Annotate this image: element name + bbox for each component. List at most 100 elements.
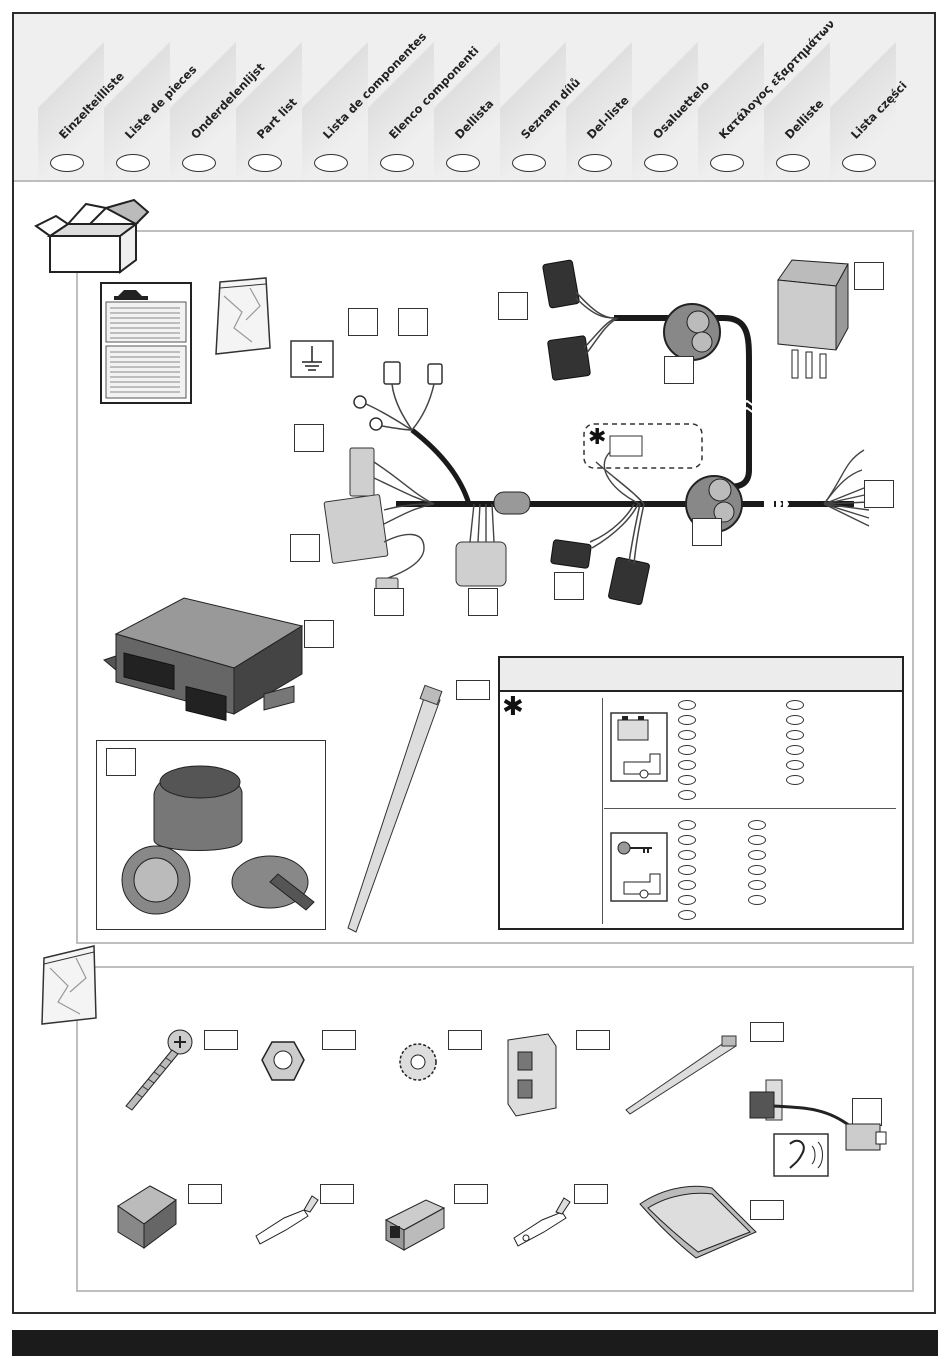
language-column: Liste de pieces	[104, 14, 170, 180]
screw-icon	[118, 1024, 198, 1112]
part-number-box	[320, 1184, 354, 1204]
legend-oval[interactable]	[786, 730, 804, 740]
part-number-box	[854, 262, 884, 290]
part-number-box	[290, 534, 320, 562]
language-checkbox-oval[interactable]	[578, 154, 612, 172]
language-column: Del-liste	[566, 14, 632, 180]
part-number-box	[692, 518, 722, 546]
legend-oval[interactable]	[678, 745, 696, 755]
legend-oval[interactable]	[748, 850, 766, 860]
language-checkbox-oval[interactable]	[842, 154, 876, 172]
part-number-box	[294, 424, 324, 452]
legend-table	[498, 656, 904, 930]
part-number-box	[322, 1030, 356, 1050]
language-column: Κατάλογος εξαρτημάτων	[698, 14, 764, 180]
legend-oval[interactable]	[678, 865, 696, 875]
parts-sheet: Einzelteilliste Liste de pieces Onderdel…	[12, 12, 936, 1314]
language-column: Elenco componenti	[368, 14, 434, 180]
small-cable-tie-icon	[618, 1030, 748, 1120]
language-header: Einzelteilliste Liste de pieces Onderdel…	[14, 14, 934, 182]
part-number-box	[576, 1030, 610, 1050]
part-number-box	[454, 1184, 488, 1204]
part-number-box	[204, 1030, 238, 1050]
legend-oval[interactable]	[678, 910, 696, 920]
legend-oval[interactable]	[678, 820, 696, 830]
language-checkbox-oval[interactable]	[512, 154, 546, 172]
control-module-icon	[104, 590, 314, 720]
part-number-box	[398, 308, 428, 336]
legend-oval[interactable]	[678, 760, 696, 770]
language-column: Lista części	[830, 14, 896, 180]
part-number-box	[498, 292, 528, 320]
plastic-bag-icon	[212, 276, 276, 358]
battery-icon	[610, 712, 668, 782]
ground-symbol-icon	[290, 340, 334, 378]
relay-icon	[774, 250, 854, 390]
language-checkbox-oval[interactable]	[380, 154, 414, 172]
legend-oval[interactable]	[678, 700, 696, 710]
legend-oval[interactable]	[678, 775, 696, 785]
language-column: Part list	[236, 14, 302, 180]
svg-text:✱: ✱	[588, 425, 606, 450]
part-number-box	[664, 356, 694, 384]
legend-table-header	[500, 658, 902, 692]
part-number-box	[348, 308, 378, 336]
legend-oval[interactable]	[678, 790, 696, 800]
part-number-box	[554, 572, 584, 600]
language-column: Osaluettelo	[632, 14, 698, 180]
legend-oval[interactable]	[786, 760, 804, 770]
language-checkbox-oval[interactable]	[116, 154, 150, 172]
part-number-box	[864, 480, 894, 508]
legend-oval[interactable]	[748, 895, 766, 905]
language-checkbox-oval[interactable]	[446, 154, 480, 172]
legend-oval[interactable]	[678, 880, 696, 890]
part-number-box	[304, 620, 334, 648]
language-column: Delliste	[764, 14, 830, 180]
language-checkbox-oval[interactable]	[182, 154, 216, 172]
instruction-sheet-icon	[100, 282, 194, 406]
legend-oval[interactable]	[748, 880, 766, 890]
language-checkbox-oval[interactable]	[314, 154, 348, 172]
buzzer-icon	[746, 1078, 896, 1188]
legend-oval[interactable]	[786, 700, 804, 710]
part-number-box	[456, 680, 490, 700]
legend-oval[interactable]	[786, 715, 804, 725]
flat-terminal-icon	[250, 1190, 330, 1250]
parts-bag-icon	[36, 942, 102, 1026]
legend-oval[interactable]	[748, 865, 766, 875]
part-number-box	[448, 1030, 482, 1050]
language-checkbox-oval[interactable]	[776, 154, 810, 172]
language-column: Einzelteilliste	[38, 14, 104, 180]
cable-tie-icon	[338, 682, 448, 938]
language-column: Onderdelenlijst	[170, 14, 236, 180]
legend-oval[interactable]	[678, 850, 696, 860]
language-checkbox-oval[interactable]	[50, 154, 84, 172]
legend-divider-horizontal	[604, 808, 896, 809]
language-column: Seznam dílů	[500, 14, 566, 180]
part-number-box	[750, 1200, 784, 1220]
nut-icon	[258, 1038, 308, 1088]
part-number-box	[188, 1184, 222, 1204]
cardboard-box-icon	[34, 194, 154, 272]
part-number-box	[750, 1022, 784, 1042]
trailer-socket-icon	[110, 752, 322, 922]
language-column: Lista de componentes	[302, 14, 368, 180]
legend-oval[interactable]	[678, 895, 696, 905]
legend-oval[interactable]	[748, 835, 766, 845]
legend-oval[interactable]	[678, 715, 696, 725]
legend-oval[interactable]	[786, 745, 804, 755]
legend-oval[interactable]	[678, 730, 696, 740]
part-number-box	[106, 748, 136, 776]
language-checkbox-oval[interactable]	[644, 154, 678, 172]
legend-divider-vertical	[602, 698, 603, 924]
legend-oval[interactable]	[678, 835, 696, 845]
language-checkbox-oval[interactable]	[710, 154, 744, 172]
cable-clamp-icon	[498, 1028, 568, 1124]
key-icon	[610, 832, 668, 902]
legend-oval[interactable]	[786, 775, 804, 785]
language-checkbox-oval[interactable]	[248, 154, 282, 172]
legend-oval[interactable]	[748, 820, 766, 830]
lock-washer-icon	[396, 1038, 440, 1086]
part-number-box	[468, 588, 498, 616]
language-column: Dellista	[434, 14, 500, 180]
